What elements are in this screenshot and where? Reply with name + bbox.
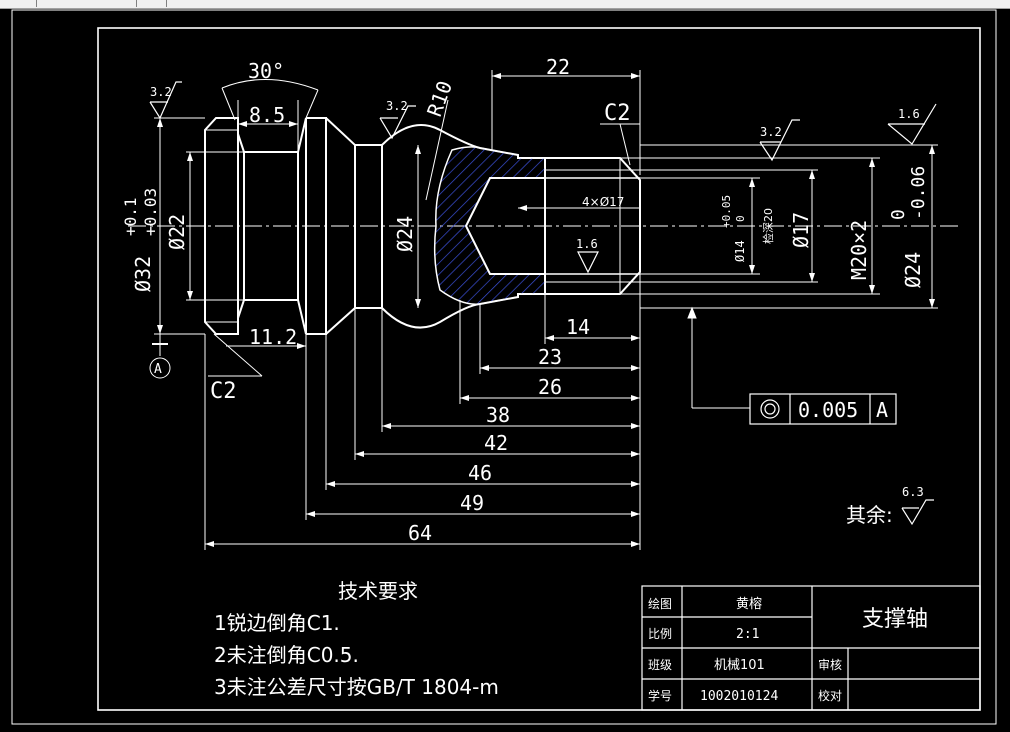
dim-30-deg: 30° <box>248 59 284 83</box>
dim-dia24-tol-upper: 0 <box>888 209 909 220</box>
bore-outline <box>464 177 545 275</box>
dim-dia32-tol-lower: +0.03 <box>141 188 160 236</box>
dim-dia24-mid: Ø24 <box>393 216 417 252</box>
tolerance-value: 0.005 <box>798 398 858 422</box>
dim-dia32: Ø32 <box>131 256 155 292</box>
dim-dia14: Ø14 <box>733 240 747 262</box>
title-class-label: 班级 <box>648 658 672 672</box>
tolerance-frame <box>749 393 897 425</box>
dim-23: 23 <box>538 345 562 369</box>
dim-42: 42 <box>484 431 508 455</box>
roughness-symbols <box>149 81 937 526</box>
chamfer-c2-top: C2 <box>604 101 631 126</box>
title-drawn-label: 绘图 <box>648 596 672 611</box>
title-scale-label: 比例 <box>648 627 672 641</box>
dim-dia32-tol-upper: +0.1 <box>121 197 140 236</box>
dim-r10: R10 <box>422 78 457 120</box>
roughness-icon <box>759 119 800 162</box>
roughness-value: 3.2 <box>760 125 782 139</box>
dim-dia24-right: Ø24 <box>901 252 925 288</box>
dim-dia22: Ø22 <box>165 214 189 250</box>
dim-14: 14 <box>566 315 590 339</box>
toolbar-tab[interactable] <box>36 0 137 7</box>
title-id-label: 学号 <box>648 688 672 703</box>
roughness-icon <box>577 251 599 274</box>
title-drawn-value: 黄榕 <box>736 597 762 612</box>
dim-dia14-tol-upper: +0.05 <box>720 195 733 228</box>
dim-holes: 4×Ø17 <box>582 195 624 209</box>
other-roughness-value: 6.3 <box>902 485 924 499</box>
chamfer-c2-left: C2 <box>210 379 237 404</box>
title-class-value: 机械101 <box>714 658 765 673</box>
title-block <box>641 585 981 711</box>
roughness-icon <box>149 81 182 120</box>
roughness-icon <box>379 105 416 140</box>
dim-38: 38 <box>486 403 510 427</box>
dim-49: 49 <box>460 491 484 515</box>
title-scale-value: 2:1 <box>736 627 759 642</box>
concentricity-icon <box>760 399 780 419</box>
dim-thread: M20×2 <box>847 220 871 280</box>
dim-22: 22 <box>546 55 570 79</box>
part-name: 支撑轴 <box>862 607 928 632</box>
dimension-arrows <box>157 73 935 547</box>
outer-frame <box>11 9 997 725</box>
dim-46: 46 <box>468 461 492 485</box>
dimension-lines <box>149 70 938 550</box>
dim-dia24-tol-lower: -0.06 <box>908 166 929 220</box>
note-item: 1锐边倒角C1. <box>214 611 340 635</box>
title-review-label: 审核 <box>818 657 842 672</box>
note-item: 3未注公差尺寸按GB/T 1804-m <box>214 675 499 699</box>
roughness-icon <box>901 499 934 526</box>
notes-title: 技术要求 <box>338 579 418 603</box>
dim-26: 26 <box>538 375 562 399</box>
roughness-icon <box>887 103 937 145</box>
title-check-label: 校对 <box>818 688 842 703</box>
tolerance-datum: A <box>876 398 888 422</box>
roughness-value: 1.6 <box>576 237 598 251</box>
dim-11-2: 11.2 <box>249 325 297 349</box>
roughness-value: 3.2 <box>150 85 172 99</box>
roughness-value: 3.2 <box>386 99 408 113</box>
section-hatch <box>433 146 546 305</box>
dim-8-5: 8.5 <box>249 103 285 127</box>
toolbar-tab[interactable] <box>0 0 37 7</box>
dim-dia14-tol-lower: 0 <box>734 215 747 222</box>
dim-64: 64 <box>408 521 432 545</box>
roughness-value: 1.6 <box>898 107 920 121</box>
other-roughness-label: 其余: <box>846 503 893 527</box>
note-item: 2未注倒角C0.5. <box>214 643 359 667</box>
concentricity-icon <box>764 403 776 415</box>
drawing-border <box>97 27 981 711</box>
datum-label: A <box>154 362 162 377</box>
dim-dia17: Ø17 <box>789 212 813 248</box>
toolbar-tab[interactable] <box>136 0 167 7</box>
title-id-value: 1002010124 <box>700 689 778 704</box>
window-top-strip <box>0 0 1010 9</box>
dim-depth: 检深20 <box>761 208 775 244</box>
